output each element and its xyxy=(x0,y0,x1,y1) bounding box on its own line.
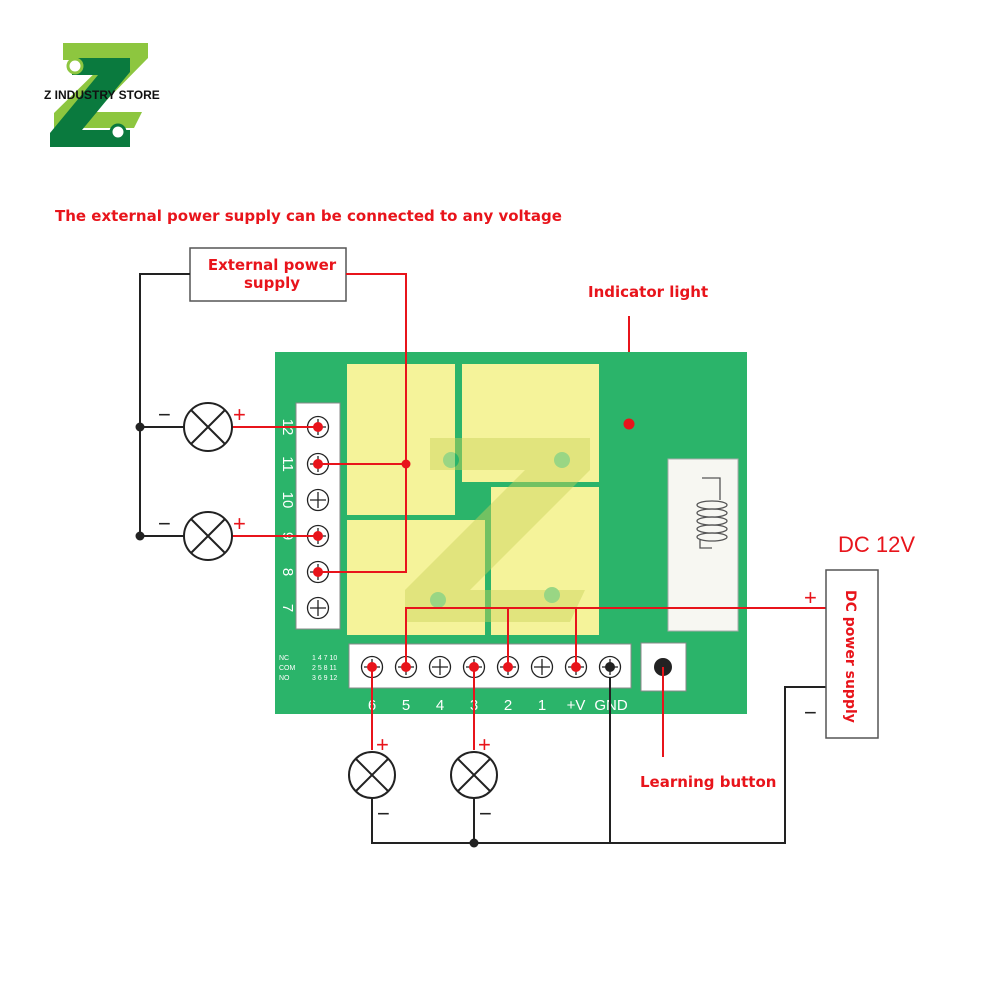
legend-com: COM xyxy=(279,665,296,672)
lamp-bottom-6-plus: + xyxy=(376,732,389,757)
logo-z-dark xyxy=(50,58,130,147)
junction-left-top xyxy=(135,422,145,432)
external-supply-label-2: supply xyxy=(244,274,300,292)
dc-supply-box xyxy=(825,569,879,739)
logo-node-light xyxy=(66,57,84,75)
voltage-note: The external power supply can be connect… xyxy=(55,207,562,225)
dot-8 xyxy=(313,567,323,577)
dot-6 xyxy=(367,662,377,672)
lamp-bottom-3-cross xyxy=(457,758,491,792)
store-name: Z INDUSTRY STORE xyxy=(44,88,160,102)
dot-5 xyxy=(401,662,411,672)
legend-com-pins: 2 5 8 11 xyxy=(312,665,337,672)
lamp-bottom-3-minus: − xyxy=(479,801,492,826)
junction-red-11 xyxy=(401,459,411,469)
dc-minus-sign: − xyxy=(804,700,817,725)
lamp-left-top: − + xyxy=(158,402,246,452)
indicator-light-label: Indicator light xyxy=(588,283,708,301)
dot-v-plus xyxy=(571,662,581,672)
wire-supply-return xyxy=(139,273,190,537)
dot-11 xyxy=(313,459,323,469)
legend-no-pins: 3 6 9 12 xyxy=(312,675,337,682)
wire-dc-positive xyxy=(405,607,826,667)
bottom-terminal-label-v-plus: +V xyxy=(567,697,586,714)
lamp-left-bottom-cross xyxy=(190,518,226,554)
external-power-supply: External power supply xyxy=(189,247,347,302)
dc-power-supply: DC 12V DC power supply + − xyxy=(804,532,915,739)
dot-gnd xyxy=(605,662,615,672)
left-terminal-label-8: 8 xyxy=(279,568,296,576)
antenna-coil xyxy=(696,477,728,549)
indicator-led xyxy=(623,418,635,430)
lamp-left-top-cross xyxy=(190,409,226,445)
left-terminal-label-11: 11 xyxy=(279,456,296,472)
lamp-left-bottom: − + xyxy=(158,511,246,561)
lamp-bottom-3: + − xyxy=(450,732,498,826)
relay-board: 12 11 10 9 8 7 NC 1 4 7 10 COM 2 5 8 11 … xyxy=(275,352,747,714)
lamp-left-top-plus: + xyxy=(233,402,246,427)
lamp-bottom-3-plus: + xyxy=(478,732,491,757)
junction-left-bottom xyxy=(135,531,145,541)
rf-receiver-module xyxy=(667,458,739,632)
junction-bottom-bus xyxy=(469,838,479,848)
dot-9 xyxy=(313,531,323,541)
lamp-bottom-6-minus: − xyxy=(377,801,390,826)
left-terminal-label-10: 10 xyxy=(279,492,296,509)
relay-1 xyxy=(347,364,455,515)
dot-3 xyxy=(469,662,479,672)
learning-button-label: Learning button xyxy=(640,773,776,791)
lamp-left-top-minus: − xyxy=(158,402,171,427)
legend-nc-pins: 1 4 7 10 xyxy=(312,655,337,662)
left-terminal-strip xyxy=(295,402,341,630)
left-terminal-label-7: 7 xyxy=(279,604,296,612)
dc-plus-sign: + xyxy=(804,585,817,610)
lamp-left-bottom-minus: − xyxy=(158,511,171,536)
bottom-terminal-label-2: 2 xyxy=(504,697,512,714)
dot-12 xyxy=(313,422,323,432)
connected-terminal-dots xyxy=(313,422,581,672)
bottom-terminal-label-1: 1 xyxy=(538,697,546,714)
relay-3 xyxy=(347,520,485,635)
legend-nc: NC xyxy=(279,655,289,662)
watermark-logo xyxy=(405,438,590,622)
logo-node-dark xyxy=(109,123,127,141)
wire-bottom-ground-bus xyxy=(371,686,826,844)
relay-2 xyxy=(462,364,599,482)
dc-12v-label: DC 12V xyxy=(838,532,915,557)
store-logo: Z INDUSTRY STORE xyxy=(44,43,160,147)
bottom-terminal-label-5: 5 xyxy=(402,697,410,714)
dot-2 xyxy=(503,662,513,672)
red-wires xyxy=(232,273,826,757)
contact-legend: NC 1 4 7 10 COM 2 5 8 11 NO 3 6 9 12 xyxy=(279,655,337,682)
dc-power-supply-label: DC power supply xyxy=(842,590,858,723)
bottom-terminal-label-4: 4 xyxy=(436,697,444,714)
lamp-left-bottom-plus: + xyxy=(233,511,246,536)
wire-supply-positive xyxy=(318,273,407,573)
legend-no: NO xyxy=(279,675,290,682)
bottom-terminal-strip xyxy=(348,643,632,689)
lamp-bottom-6: + − xyxy=(348,732,396,826)
lamp-bottom-6-cross xyxy=(355,758,389,792)
black-wires xyxy=(135,273,826,848)
external-supply-label-1: External power xyxy=(208,256,337,274)
bottom-terminal-label-gnd: GND xyxy=(594,697,628,714)
